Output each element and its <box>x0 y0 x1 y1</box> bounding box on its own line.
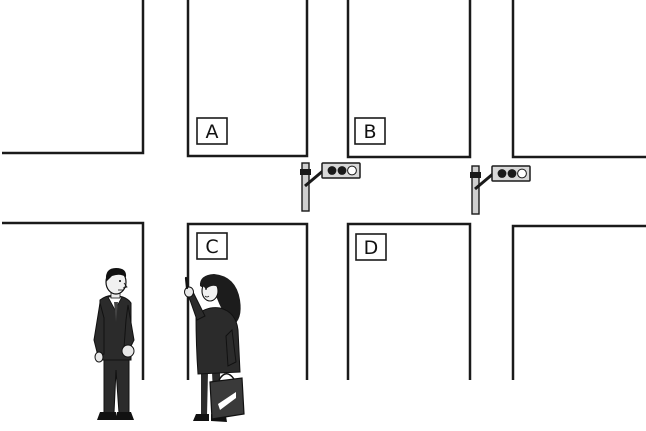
label-d-text: D <box>364 237 379 259</box>
label-c: C <box>197 233 227 259</box>
label-c-text: C <box>205 236 218 258</box>
label-b-text: B <box>363 121 376 143</box>
label-a: A <box>197 118 227 144</box>
traffic-light-icon <box>470 166 530 214</box>
label-b: B <box>355 118 385 144</box>
man-figure <box>94 268 134 420</box>
label-d: D <box>356 234 386 260</box>
traffic-light-icon <box>300 163 360 211</box>
label-a-text: A <box>206 121 219 143</box>
woman-figure <box>185 274 245 422</box>
block-bottom-far-right <box>513 226 646 380</box>
block-top-far-left <box>2 0 143 153</box>
block-top-far-right <box>513 0 646 157</box>
